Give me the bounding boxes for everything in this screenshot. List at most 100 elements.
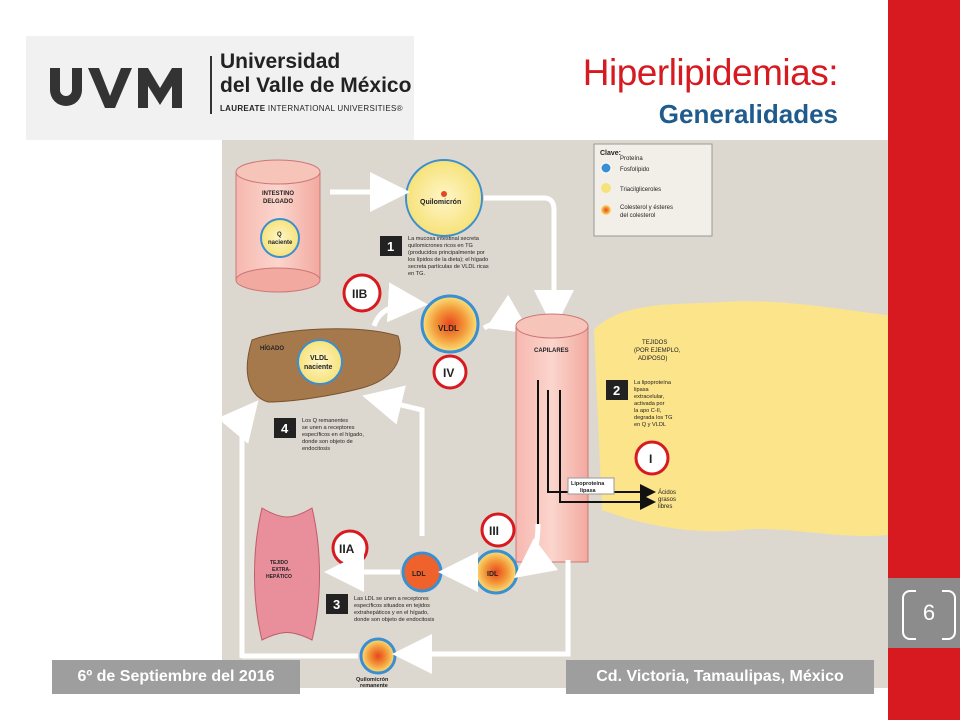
intestino-label-2: DELGADO [263, 199, 293, 205]
step-4-line-5: endocitosis [302, 446, 330, 452]
footer-place: Cd. Victoria, Tamaulipas, México [566, 660, 874, 694]
extrahepatic-tissue [254, 507, 320, 641]
university-logo: Universidad del Valle de México LAUREATE… [26, 36, 414, 140]
slide-subtitle: Generalidades [658, 99, 838, 129]
step-1-number: 1 [387, 239, 394, 254]
right-bracket [942, 590, 956, 640]
step-2-line-5: la apo C-II, [634, 408, 662, 414]
tejido-extra-label-2: EXTRA- [272, 567, 291, 573]
iv-circle [432, 354, 468, 390]
tejido-extra-label-3: HEPÁTICO [266, 573, 292, 580]
step-4-badge [274, 418, 296, 438]
adipose-tissue-shape [594, 301, 888, 537]
step-2-line-4: activada por [634, 401, 665, 407]
key-tg: Triacilgliceroles [620, 187, 661, 193]
logo-line-3: LAUREATE INTERNATIONAL UNIVERSITIES® [220, 104, 403, 113]
key-protein-icon [600, 162, 612, 174]
step-4-line-2: se unen a receptores [302, 425, 355, 431]
step-1-badge [380, 236, 402, 256]
step-4-line-1: Los Q remanentes [302, 418, 348, 424]
page-number-frame: 6 [902, 590, 956, 640]
iib-circle [342, 273, 382, 313]
q-naciente-label-1: Q [277, 232, 282, 238]
acidos-label-2: grasos [658, 497, 676, 503]
slide-title: Hiperlipidemias: [582, 52, 839, 93]
logo-line-2: del Valle de México [220, 74, 412, 97]
lipoprotein-metabolism-diagram: Clave: Proteína Fosfolípido Triacilglice… [222, 140, 888, 688]
logo-divider [210, 56, 212, 114]
vldl-label: VLDL [438, 324, 459, 333]
capillary-tube [515, 325, 589, 563]
logo-international: INTERNATIONAL UNIVERSITIES® [265, 104, 403, 113]
q-naciente-label-2: naciente [268, 240, 293, 246]
i-label: I [649, 452, 652, 466]
step-1-line-6: en TG. [408, 271, 425, 277]
page-number: 6 [922, 600, 936, 625]
step-2-number: 2 [613, 383, 620, 398]
step-4-text: Los Q remanentes se unen a receptores es… [302, 418, 364, 452]
quilomicron-core [441, 191, 447, 197]
quilomicron-label: Quilomicrón [420, 199, 461, 206]
step-1-line-5: secreta partículas de VLDL ricas [408, 264, 489, 270]
step-2-line-2: lipasa [634, 387, 650, 393]
quilomicron-particle [405, 159, 483, 237]
footer-date: 6º de Septiembre del 2016 [52, 660, 300, 694]
ldl-label: LDL [412, 571, 426, 578]
q-naciente-particle [260, 218, 300, 258]
vldl-naciente-label-1: VLDL [310, 355, 329, 362]
uvm-logo-mark [50, 68, 182, 108]
vldl-naciente-label-2: naciente [304, 364, 333, 371]
key-box [593, 143, 713, 237]
q-remanente-particle [359, 637, 397, 675]
iii-circle [480, 512, 516, 548]
arrow-ldl-to-liver [362, 385, 425, 536]
step-2-badge [606, 380, 628, 400]
key-colesterol-2: del colesterol [620, 213, 655, 219]
intestine-top [235, 159, 321, 185]
acidos-label-1: Ácidos [658, 489, 676, 496]
tejidos-label-3: ADIPOSO) [638, 356, 667, 362]
step-3-line-1: Las LDL se unen a receptores [354, 596, 429, 602]
step-2-line-7: en Q y VLDL [634, 422, 666, 428]
logo-line-1: Universidad [220, 50, 341, 73]
capillary-flow-line-3 [559, 390, 656, 510]
lipoproteina-lipasa-box [567, 477, 615, 495]
step-4-line-4: donde son objeto de [302, 439, 353, 445]
step-2-line-3: extracelular, [634, 394, 665, 400]
step-3-number: 3 [333, 597, 340, 612]
capilares-label: CAPILARES [534, 348, 569, 354]
key-title: Clave: [600, 150, 621, 157]
capillary-top [515, 313, 589, 339]
key-cholesterol-icon [601, 205, 611, 215]
iv-label: IV [443, 366, 454, 380]
arrow-liver-to-vldl [371, 282, 428, 327]
step-1-line-1: La mucosa intestinal secreta [408, 236, 480, 242]
iia-label: IIA [339, 542, 355, 556]
arrow-quilomicron-to-capilares [484, 195, 574, 330]
step-3-line-4: donde son objeto de endocitosis [354, 617, 434, 623]
logo-laureate: LAUREATE [220, 104, 266, 113]
step-4-line-3: específicos en el hígado, [302, 432, 364, 438]
step-3-badge [326, 594, 348, 614]
step-1-line-2: quilomicrones ricos en TG [408, 243, 473, 249]
intestino-label-1: INTESTINO [262, 191, 294, 197]
step-3-text: Las LDL se unen a receptores específicos… [354, 596, 434, 623]
arrow-remnant-to-liver [222, 400, 259, 658]
left-bracket [902, 590, 916, 640]
tejidos-label-1: TEJIDOS [642, 340, 667, 346]
intestine-bottom [235, 267, 321, 293]
q-remanente-label-2: remanente [360, 683, 388, 688]
acidos-label-3: libres [658, 504, 672, 510]
idl-label: IDL [487, 571, 499, 578]
capillary-flow-line-2 [547, 390, 656, 500]
iib-label: IIB [352, 287, 368, 301]
arrow-capilares-to-remanente [392, 560, 571, 674]
higado-label: HÍGADO [260, 344, 284, 352]
tejidos-label-2: (POR EJEMPLO, [634, 348, 681, 354]
step-1-line-3: (producidos principalmente por [408, 250, 485, 256]
key-colesterol-1: Colesterol y ésteres [620, 205, 673, 211]
key-proteina: Proteína [620, 156, 643, 162]
q-remanente-label-1: Quilomicrón [356, 677, 389, 683]
tejido-extra-label-1: TEJIDO [270, 560, 288, 566]
lipoproteina-lipasa-label-2: lipasa [580, 488, 597, 494]
